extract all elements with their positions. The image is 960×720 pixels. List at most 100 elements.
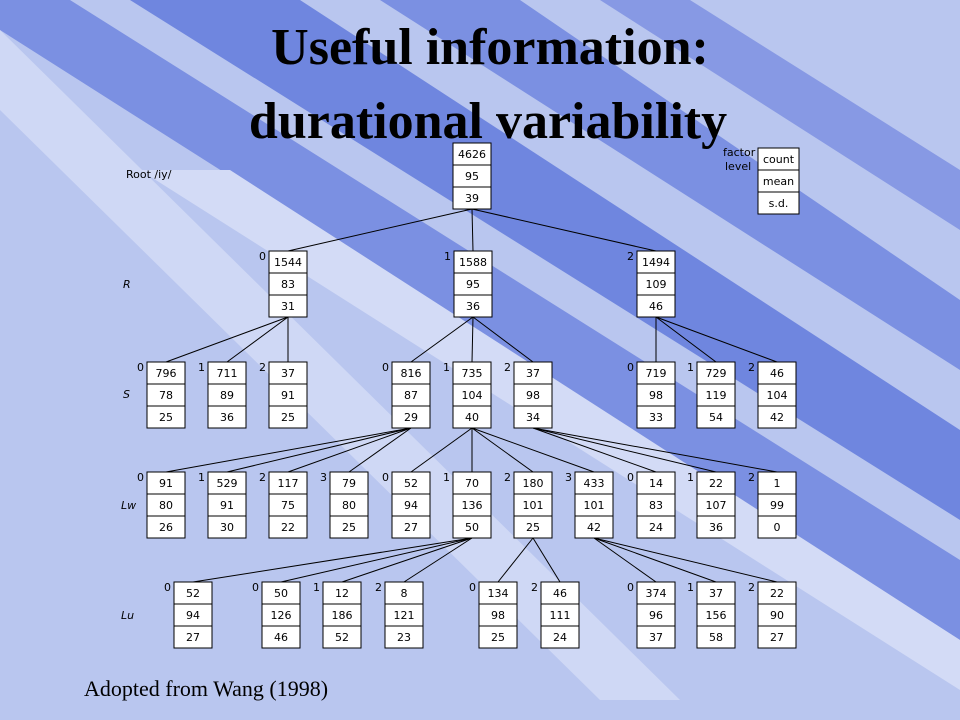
factor-level: 1 — [687, 471, 694, 484]
node-sd: 29 — [404, 411, 418, 424]
tree-edge — [532, 427, 717, 473]
node-sd: 0 — [774, 521, 781, 534]
node-box — [636, 250, 676, 318]
node-box — [513, 361, 553, 429]
level-label-S: S — [123, 388, 130, 401]
tree-edge — [165, 316, 289, 363]
node-sd: 27 — [186, 631, 200, 644]
node-box — [261, 581, 301, 649]
node-sd: 39 — [465, 192, 479, 205]
node-count: 46 — [553, 587, 567, 600]
node-sd: 25 — [526, 521, 540, 534]
tree-node: 52 94 27 0 — [164, 581, 213, 649]
factor-level: 3 — [565, 471, 572, 484]
node-box — [322, 581, 362, 649]
slide-title-line-2: durational variability — [248, 93, 728, 150]
node-box — [391, 471, 431, 539]
node-box — [757, 581, 797, 649]
node-count: 37 — [281, 367, 295, 380]
tree-edge — [532, 537, 561, 583]
factor-level: 2 — [259, 471, 266, 484]
factor-level: 1 — [443, 471, 450, 484]
node-sd: 27 — [404, 521, 418, 534]
factor-level: 0 — [164, 581, 171, 594]
node-mean: 107 — [706, 499, 727, 512]
factor-level: 3 — [320, 471, 327, 484]
node-count: 117 — [278, 477, 299, 490]
node-box — [329, 471, 369, 539]
node-box — [384, 581, 424, 649]
factor-level: 0 — [627, 361, 634, 374]
node-count: 433 — [584, 477, 605, 490]
node-sd: 36 — [466, 300, 480, 313]
node-sd: 58 — [709, 631, 723, 644]
node-sd: 30 — [220, 521, 234, 534]
node-count: 711 — [217, 367, 238, 380]
node-mean: 80 — [159, 499, 173, 512]
tree-edge — [280, 537, 473, 583]
factor-level: 0 — [382, 361, 389, 374]
node-count: 719 — [646, 367, 667, 380]
node-count: 91 — [159, 477, 173, 490]
node-sd: 25 — [342, 521, 356, 534]
node-box — [173, 581, 213, 649]
node-mean: 80 — [342, 499, 356, 512]
tree-edge — [226, 316, 289, 363]
node-box — [636, 471, 676, 539]
node-count: 70 — [465, 477, 479, 490]
node-sd: 50 — [465, 521, 479, 534]
level-label-Lu: Lu — [121, 609, 134, 622]
factor-level: 2 — [627, 250, 634, 263]
node-sd: 36 — [709, 521, 723, 534]
node-mean: 91 — [220, 499, 234, 512]
node-mean: 101 — [584, 499, 605, 512]
tree-edge — [471, 427, 595, 473]
node-mean: 94 — [186, 609, 200, 622]
node-mean: 121 — [394, 609, 415, 622]
node-box — [391, 361, 431, 429]
node-count: 374 — [646, 587, 667, 600]
node-mean: 111 — [550, 609, 571, 622]
factor-level: 0 — [252, 581, 259, 594]
node-mean: 94 — [404, 499, 418, 512]
node-sd: 25 — [491, 631, 505, 644]
node-mean: 87 — [404, 389, 418, 402]
node-sd: 31 — [281, 300, 295, 313]
background-stripe — [140, 170, 960, 690]
level-label-Lw: Lw — [121, 499, 136, 512]
tree-edge — [471, 316, 474, 363]
node-count: 37 — [709, 587, 723, 600]
node-count: 22 — [709, 477, 723, 490]
node-count: 52 — [186, 587, 200, 600]
tree-edge — [593, 537, 778, 583]
node-mean: 126 — [271, 609, 292, 622]
slide-title-line-1: Useful information: — [271, 19, 709, 76]
node-count: 12 — [335, 587, 349, 600]
node-sd: 27 — [770, 631, 784, 644]
node-sd: 26 — [159, 521, 173, 534]
node-mean: 96 — [649, 609, 663, 622]
node-box — [513, 471, 553, 539]
factor-level: 0 — [382, 471, 389, 484]
node-mean: 83 — [649, 499, 663, 512]
node-count: 4626 — [458, 148, 486, 161]
factor-level: 0 — [259, 250, 266, 263]
background-stripe — [0, 30, 680, 700]
node-box — [452, 361, 492, 429]
factor-level: 1 — [687, 581, 694, 594]
node-box — [696, 471, 736, 539]
factor-level: 2 — [504, 361, 511, 374]
node-mean: 109 — [646, 278, 667, 291]
node-box — [696, 581, 736, 649]
source-caption: Adopted from Wang (1998) — [84, 676, 329, 701]
